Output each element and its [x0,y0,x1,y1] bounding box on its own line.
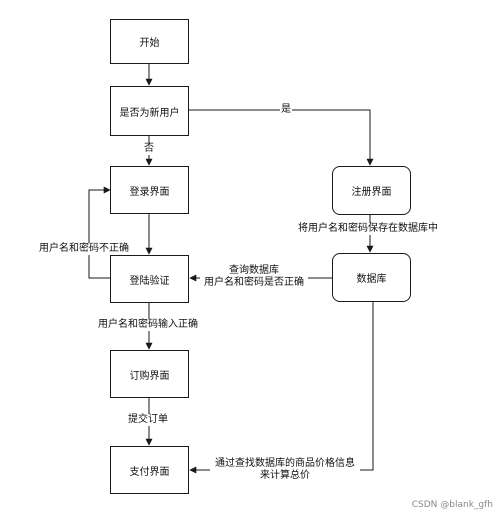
edge-label-price-info: 通过查找数据库的商品价格信息 来计算总价 [210,458,360,482]
node-login-verify: 登陆验证 [110,255,189,303]
edge-label-wrong-credentials: 用户名和密码不正确 [38,243,130,255]
edge-label-yes: 是 [280,104,292,116]
node-login-page: 登录界面 [110,166,189,214]
arrow-verify-back-to-login [88,186,111,279]
edge-label-price-info-line2: 来计算总价 [260,470,310,481]
node-order-page: 订购界面 [110,350,189,398]
node-login-page-label: 登录界面 [129,186,170,198]
edge-label-save-to-db: 将用户名和密码保存在数据库中 [297,223,439,235]
node-order-page-label: 订购界面 [129,370,170,382]
node-new-user-check-label: 是否为新用户 [119,107,180,119]
node-new-user-check: 是否为新用户 [110,86,189,136]
node-payment-page: 支付界面 [110,446,189,494]
node-database-label: 数据库 [356,274,387,285]
node-payment-page-label: 支付界面 [129,466,170,478]
node-login-verify-label: 登陆验证 [129,275,170,287]
node-register-page: 注册界面 [332,166,411,215]
edge-label-no: 否 [143,143,155,155]
arrow-db-to-payment [189,302,374,474]
edge-label-query-db-line1: 查询数据库 [229,265,279,276]
node-register-page-label: 注册界面 [351,187,392,198]
edge-label-query-db: 查询数据库 用户名和密码是否正确 [200,265,308,289]
arrow-check-to-register [188,109,374,166]
node-database: 数据库 [332,253,411,302]
node-start: 开始 [110,19,189,64]
watermark: CSDN @blank_gfh [411,500,493,510]
edge-label-correct-credentials: 用户名和密码输入正确 [97,319,199,331]
edge-label-query-db-line2: 用户名和密码是否正确 [204,277,304,288]
edge-label-submit-order: 提交订单 [127,414,169,426]
edge-label-price-info-line1: 通过查找数据库的商品价格信息 [215,458,355,469]
node-start-label: 开始 [139,38,160,49]
